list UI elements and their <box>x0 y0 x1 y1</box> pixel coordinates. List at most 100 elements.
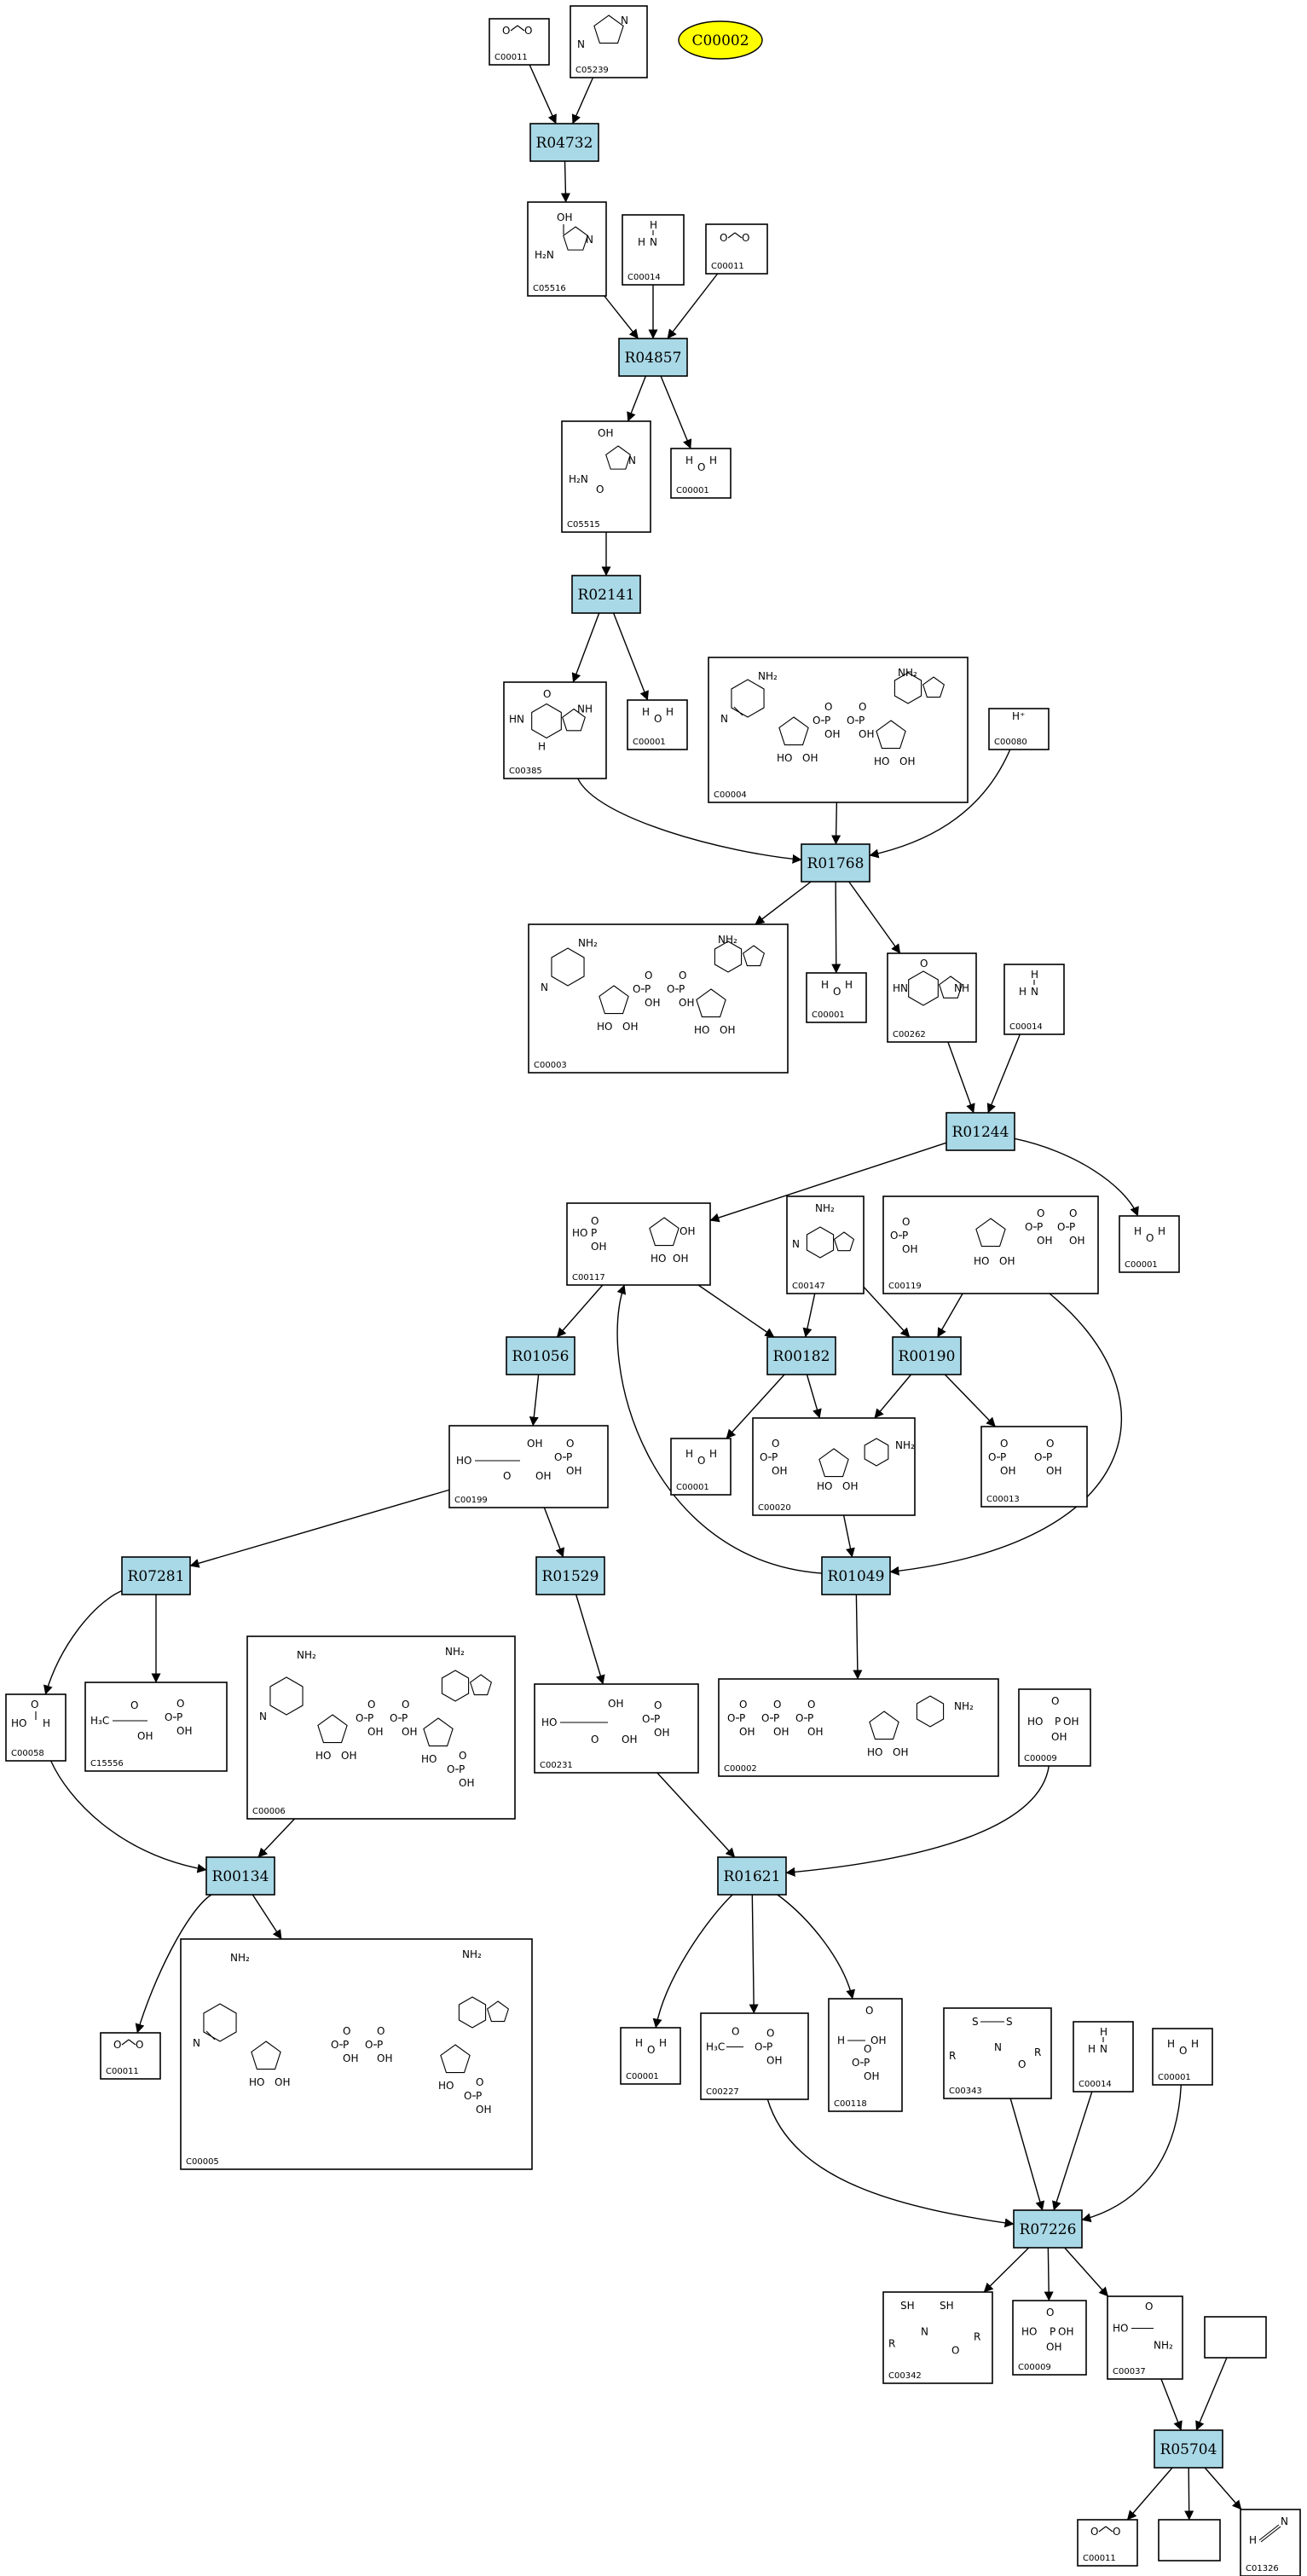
svg-text:O: O <box>772 1438 779 1450</box>
svg-text:P: P <box>739 1712 745 1724</box>
reaction-R00190[interactable]: R00190 <box>892 1336 962 1375</box>
svg-text:O: O <box>367 1699 375 1711</box>
svg-text:O: O <box>1145 2301 1153 2313</box>
svg-text:O: O <box>503 1470 511 1482</box>
compound-label: C00001 <box>676 1483 709 1492</box>
compound-unlabeled-c41[interactable] <box>1204 2316 1267 2359</box>
svg-text:OH: OH <box>591 1241 606 1253</box>
svg-text:OH: OH <box>608 1698 623 1710</box>
svg-text:O: O <box>847 715 854 726</box>
compound-label: C00020 <box>758 1503 791 1513</box>
reaction-R01049[interactable]: R01049 <box>821 1556 891 1595</box>
reaction-R07226[interactable]: R07226 <box>1013 2209 1083 2249</box>
reaction-R07281[interactable]: R07281 <box>121 1556 191 1595</box>
svg-text:P: P <box>773 1712 779 1724</box>
svg-text:O: O <box>343 2025 350 2037</box>
svg-text:O: O <box>1179 2045 1187 2057</box>
svg-text:OH: OH <box>343 2052 358 2064</box>
reaction-label: R01049 <box>828 1568 885 1585</box>
svg-text:O: O <box>176 1698 184 1710</box>
svg-text:OH: OH <box>870 2035 886 2046</box>
edge-R04857-c6 <box>627 375 647 422</box>
svg-text:OH: OH <box>1063 1716 1079 1728</box>
title-node[interactable]: C00002 <box>678 20 763 60</box>
reaction-R01768[interactable]: R01768 <box>801 843 870 883</box>
svg-text:OH: OH <box>1000 1465 1015 1477</box>
reaction-R04732[interactable]: R04732 <box>529 123 599 162</box>
svg-text:R: R <box>949 2050 956 2062</box>
svg-text:HO: HO <box>694 1024 709 1036</box>
water-icon: HOH <box>1134 1225 1165 1244</box>
svg-text:O: O <box>760 1451 767 1463</box>
reaction-R00134[interactable]: R00134 <box>205 1856 275 1896</box>
compound-C00080-c11[interactable]: H⁺C00080 <box>988 708 1050 750</box>
reaction-R01056[interactable]: R01056 <box>506 1336 575 1375</box>
svg-text:P: P <box>591 1227 597 1239</box>
reaction-R01621[interactable]: R01621 <box>717 1856 787 1896</box>
svg-text:O: O <box>865 2005 873 2017</box>
reaction-R00182[interactable]: R00182 <box>766 1336 836 1375</box>
svg-text:OH: OH <box>1069 1235 1084 1247</box>
water-icon: HOH <box>635 2037 667 2056</box>
svg-text:NH₂: NH₂ <box>1154 2340 1173 2352</box>
reaction-label: R07226 <box>1020 2221 1077 2238</box>
reaction-R01244[interactable]: R01244 <box>946 1112 1015 1151</box>
compound-unlabeled-c43[interactable] <box>1158 2519 1221 2562</box>
reaction-R05704[interactable]: R05704 <box>1154 2429 1223 2469</box>
edge-c8-R01768 <box>577 778 802 864</box>
edge-c27-R01621 <box>656 1772 736 1858</box>
svg-text:O: O <box>356 1712 363 1724</box>
compound-label: C00147 <box>792 1282 825 1291</box>
reaction-label: R00190 <box>899 1348 956 1365</box>
svg-text:O: O <box>464 2090 471 2102</box>
reaction-R01529[interactable]: R01529 <box>535 1556 605 1595</box>
svg-text:P: P <box>766 2041 772 2053</box>
svg-text:O: O <box>591 1734 599 1745</box>
reaction-R04857[interactable]: R04857 <box>618 338 688 377</box>
water-icon: HOH <box>821 979 853 998</box>
reaction-R02141[interactable]: R02141 <box>571 575 641 614</box>
